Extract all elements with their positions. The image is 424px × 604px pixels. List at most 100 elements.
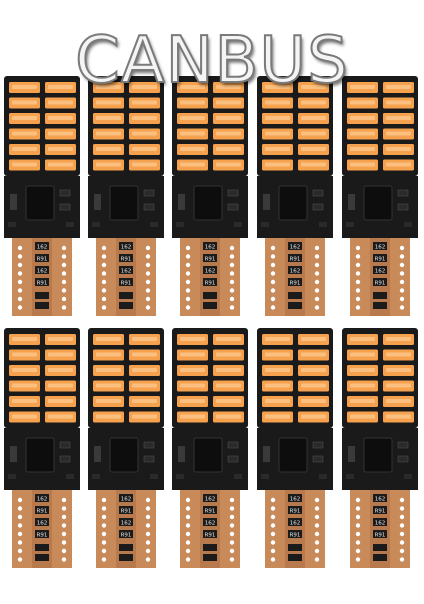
resistor (119, 302, 133, 309)
contact-hole (314, 254, 320, 259)
resistor-code: 162 (375, 268, 386, 274)
resistor (203, 494, 217, 502)
resistor (288, 544, 302, 551)
led-highlight (96, 352, 121, 357)
contact-hole (314, 497, 320, 503)
resistor-code: 162 (37, 268, 48, 274)
contact-hole (355, 514, 361, 520)
resistor-code: R91 (290, 256, 301, 262)
resistor (203, 506, 217, 514)
resistor (373, 494, 387, 502)
resistor-code: R91 (375, 532, 386, 538)
resistor-code: 162 (121, 520, 132, 526)
led-highlight (180, 85, 205, 89)
contact-hole (270, 296, 276, 302)
resistor (203, 544, 217, 551)
contact-hole (185, 296, 191, 302)
smd-component (176, 474, 184, 479)
led-highlight (265, 352, 290, 357)
smd-component (404, 474, 412, 479)
smd-component (261, 474, 269, 479)
led-highlight (265, 85, 290, 89)
smd-component (143, 441, 155, 449)
contact-hole (61, 497, 67, 503)
capacitor (178, 194, 185, 210)
contact-hole (61, 262, 67, 268)
contact-hole (270, 497, 276, 503)
contact-hole (355, 557, 361, 562)
resistor-code: 162 (205, 520, 216, 526)
capacitor (348, 446, 355, 462)
led-highlight (265, 368, 290, 372)
led-highlight (301, 414, 326, 419)
contact-hole (101, 245, 107, 251)
contact-hole (399, 514, 405, 520)
contact-hole (101, 254, 107, 259)
contact-hole (101, 540, 107, 545)
led-highlight (301, 368, 326, 372)
contact-hole (229, 271, 235, 276)
contact-hole (355, 548, 361, 554)
led-highlight (48, 352, 73, 357)
led-highlight (301, 147, 326, 151)
contact-hole (145, 548, 151, 554)
contact-hole (101, 271, 107, 276)
led-highlight (12, 162, 37, 167)
contact-hole (399, 540, 405, 545)
contact-hole (314, 279, 320, 285)
canbus-title: CANBUS (74, 23, 349, 99)
contact-hole (355, 254, 361, 259)
led-highlight (180, 131, 205, 136)
smd-component (143, 203, 155, 211)
contact-hole (229, 305, 235, 310)
resistor-code: R91 (375, 280, 386, 286)
resistor-code: R91 (290, 280, 301, 286)
contact-hole (145, 288, 151, 293)
contact-hole (17, 262, 23, 268)
resistor (119, 292, 133, 299)
led-highlight (48, 337, 73, 341)
contact-hole (101, 506, 107, 511)
led-highlight (350, 131, 375, 136)
contact-hole (399, 288, 405, 293)
contact-hole (17, 540, 23, 545)
led-highlight (96, 399, 121, 403)
led-highlight (265, 131, 290, 136)
contact-hole (355, 262, 361, 268)
driver-chip (109, 185, 139, 221)
resistor (35, 506, 49, 514)
contact-hole (314, 548, 320, 554)
contact-hole (229, 523, 235, 528)
contact-hole (17, 531, 23, 537)
led-highlight (386, 414, 411, 419)
contact-hole (101, 557, 107, 562)
capacitor (10, 446, 17, 462)
contact-hole (145, 296, 151, 302)
led-highlight (12, 116, 37, 120)
led-highlight (265, 100, 290, 105)
led-highlight (386, 337, 411, 341)
resistor (288, 518, 302, 526)
resistor-code: R91 (121, 508, 132, 514)
led-highlight (12, 352, 37, 357)
contact-hole (314, 288, 320, 293)
contact-hole (185, 557, 191, 562)
resistor-code: R91 (205, 508, 216, 514)
contact-hole (399, 497, 405, 503)
contact-hole (355, 245, 361, 251)
resistor (288, 266, 302, 274)
resistor-code: R91 (375, 256, 386, 262)
resistor-code: R91 (37, 532, 48, 538)
smd-component (234, 222, 242, 227)
resistor-code: R91 (121, 256, 132, 262)
led-highlight (180, 162, 205, 167)
contact-hole (145, 497, 151, 503)
led-highlight (96, 414, 121, 419)
led-highlight (216, 414, 241, 419)
smd-component (346, 474, 354, 479)
resistor-code: R91 (121, 280, 132, 286)
contact-hole (61, 305, 67, 310)
resistor-code: 162 (37, 520, 48, 526)
